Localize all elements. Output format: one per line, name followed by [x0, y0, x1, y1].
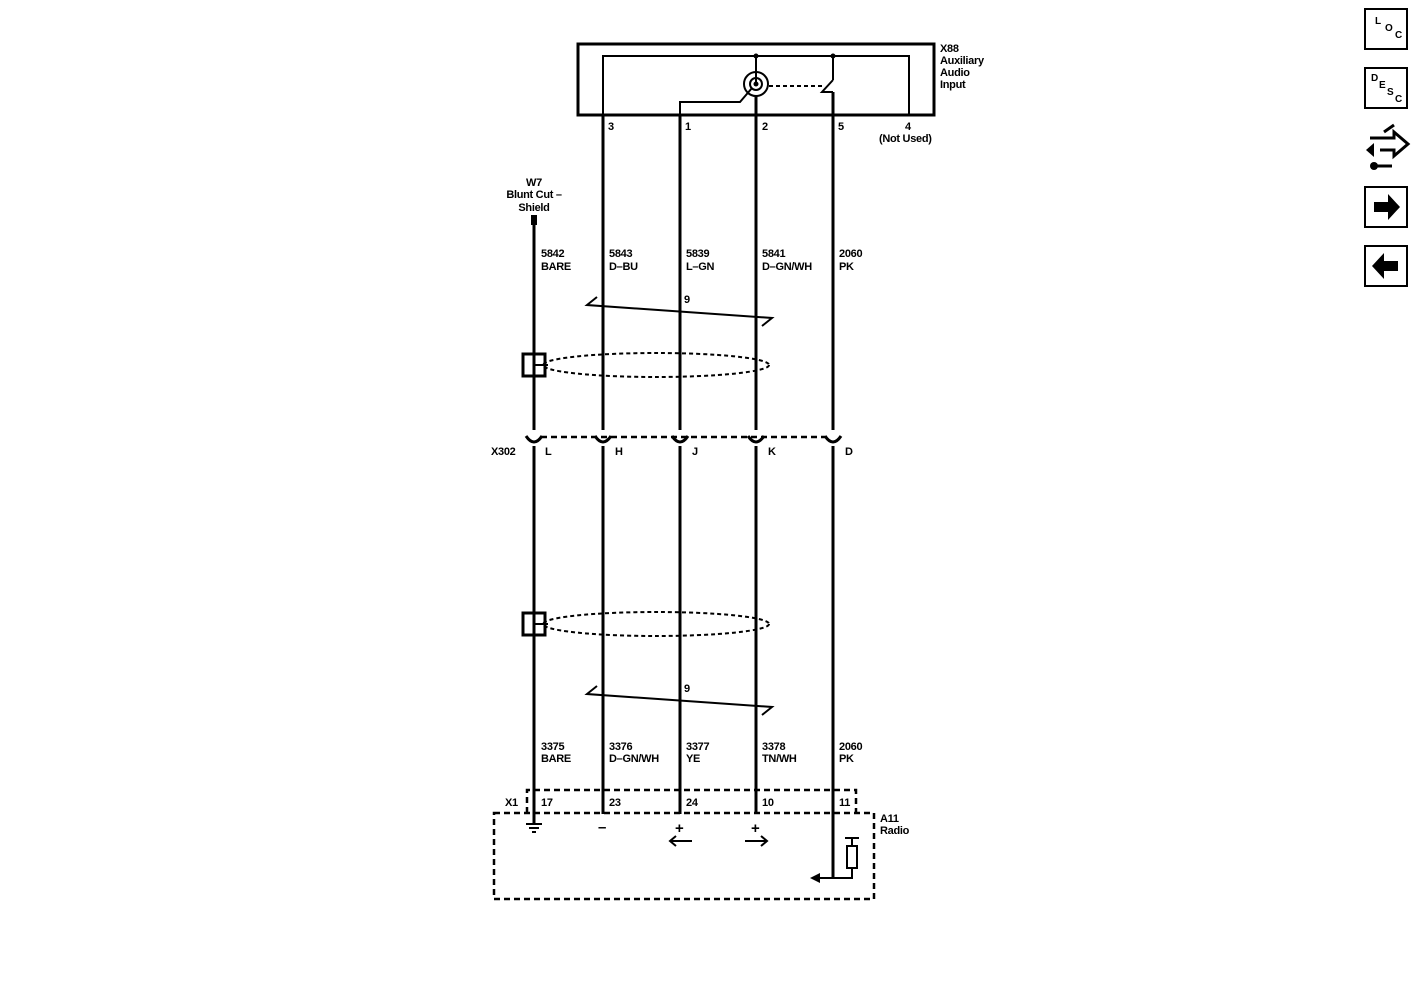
circuit-2060-upper-color: PK — [839, 261, 854, 273]
arrow-right-icon — [745, 835, 769, 847]
x302-pin-H: H — [615, 446, 623, 458]
polarity-minus: – — [598, 819, 606, 836]
x88-name-line-3: Input — [940, 79, 966, 91]
x88-name-line-1: Auxiliary — [940, 55, 985, 67]
circuit-5841-color: D–GN/WH — [762, 261, 812, 273]
x88-id: X88 — [940, 43, 959, 55]
w7-desc-line-1: Blunt Cut – — [506, 189, 562, 201]
a11-id: A11 — [880, 813, 899, 825]
x88-pin-1: 1 — [685, 121, 691, 133]
x1-pin-10: 10 — [762, 797, 774, 809]
circuit-3375-num: 3375 — [541, 741, 564, 753]
loc-letter-o: O — [1385, 23, 1393, 34]
x1-id: X1 — [505, 797, 518, 809]
circuit-3377-color: YE — [686, 753, 700, 765]
x88-auxiliary-audio-input: X88 Auxiliary Audio Input — [576, 42, 985, 117]
x1-pin-23: 23 — [609, 797, 621, 809]
circuit-3376-color: D–GN/WH — [609, 753, 659, 765]
circuit-3376-num: 3376 — [609, 741, 632, 753]
circuit-3378-color: TN/WH — [762, 753, 797, 765]
circuit-3375-color: BARE — [541, 753, 571, 765]
desc-letter-s: S — [1387, 87, 1394, 98]
connector-arrows-icon — [1366, 123, 1411, 170]
x88-pin-5: 5 — [838, 121, 844, 133]
lower-circuit-labels: 3375 BARE 3376 D–GN/WH 3377 YE 3378 TN/W… — [541, 741, 863, 765]
x1-pin-11: 11 — [839, 797, 850, 809]
polarity-plus-10: + — [751, 820, 760, 837]
circuit-2060-lower-num: 2060 — [839, 741, 862, 753]
wires — [532, 92, 835, 878]
loc-letter-c: C — [1395, 30, 1403, 41]
upper-circuit-labels: 5842 BARE 5843 D–BU 5839 L–GN 5841 D–GN/… — [541, 248, 863, 273]
location-button[interactable]: L O C — [1364, 8, 1408, 50]
shield-upper — [521, 352, 770, 378]
arrow-right-icon — [1374, 194, 1400, 220]
desc-letter-d: D — [1371, 73, 1379, 84]
x1-pin-17: 17 — [541, 797, 553, 809]
arrow-left-icon — [1372, 253, 1398, 279]
arrow-left-icon — [668, 835, 692, 847]
desc-letter-c: C — [1395, 94, 1403, 105]
x302-id: X302 — [491, 446, 516, 458]
x88-pin-labels: 3 1 2 5 4 (Not Used) — [608, 121, 933, 145]
circuit-5842-color: BARE — [541, 261, 571, 273]
resistor-icon — [810, 837, 859, 883]
shield-lower — [521, 611, 770, 637]
circuit-5841-num: 5841 — [762, 248, 785, 260]
x302-pin-J: J — [692, 446, 698, 458]
circuit-5839-num: 5839 — [686, 248, 709, 260]
x1-pin-24: 24 — [686, 797, 699, 809]
circuit-5843-color: D–BU — [609, 261, 638, 273]
twisted-wires-lower: 9 — [584, 683, 775, 716]
w7-desc-line-2: Shield — [518, 202, 549, 214]
loc-letter-l: L — [1375, 16, 1382, 27]
next-page-button[interactable] — [1364, 186, 1408, 228]
previous-page-button[interactable] — [1364, 245, 1408, 287]
circuit-3378-num: 3378 — [762, 741, 785, 753]
circuit-2060-upper-num: 2060 — [839, 248, 862, 260]
connector-view-button[interactable] — [1364, 122, 1411, 172]
x88-name-line-2: Audio — [940, 67, 970, 79]
x88-pin-4: 4 — [905, 121, 912, 133]
circuit-5839-color: L–GN — [686, 261, 714, 273]
description-button[interactable]: D E S C — [1364, 67, 1408, 109]
w7-id: W7 — [526, 177, 542, 189]
a11-radio: X1 17 23 24 10 11 A11 Radio – + + — [492, 788, 910, 901]
twist-count-lower: 9 — [684, 683, 690, 695]
circuit-3377-num: 3377 — [686, 741, 709, 753]
x302-pin-D: D — [845, 446, 853, 458]
w7-shield-blunt-cut: W7 Blunt Cut – Shield — [506, 177, 562, 225]
x88-pin-2: 2 — [762, 121, 768, 133]
a11-name: Radio — [880, 825, 910, 837]
x302-pin-K: K — [768, 446, 776, 458]
circuit-5842-num: 5842 — [541, 248, 564, 260]
twisted-wires-upper: 9 — [584, 294, 775, 327]
circuit-5843-num: 5843 — [609, 248, 632, 260]
x88-pin-3: 3 — [608, 121, 614, 133]
desc-letter-e: E — [1379, 80, 1386, 91]
circuit-2060-lower-color: PK — [839, 753, 854, 765]
x302-connector: X302 L H J K D — [491, 435, 853, 458]
x302-pin-L: L — [545, 446, 552, 458]
twist-count-upper: 9 — [684, 294, 690, 306]
ground-icon — [526, 823, 542, 833]
polarity-plus-24: + — [675, 820, 684, 837]
x88-pin-4-not-used: (Not Used) — [879, 133, 932, 145]
